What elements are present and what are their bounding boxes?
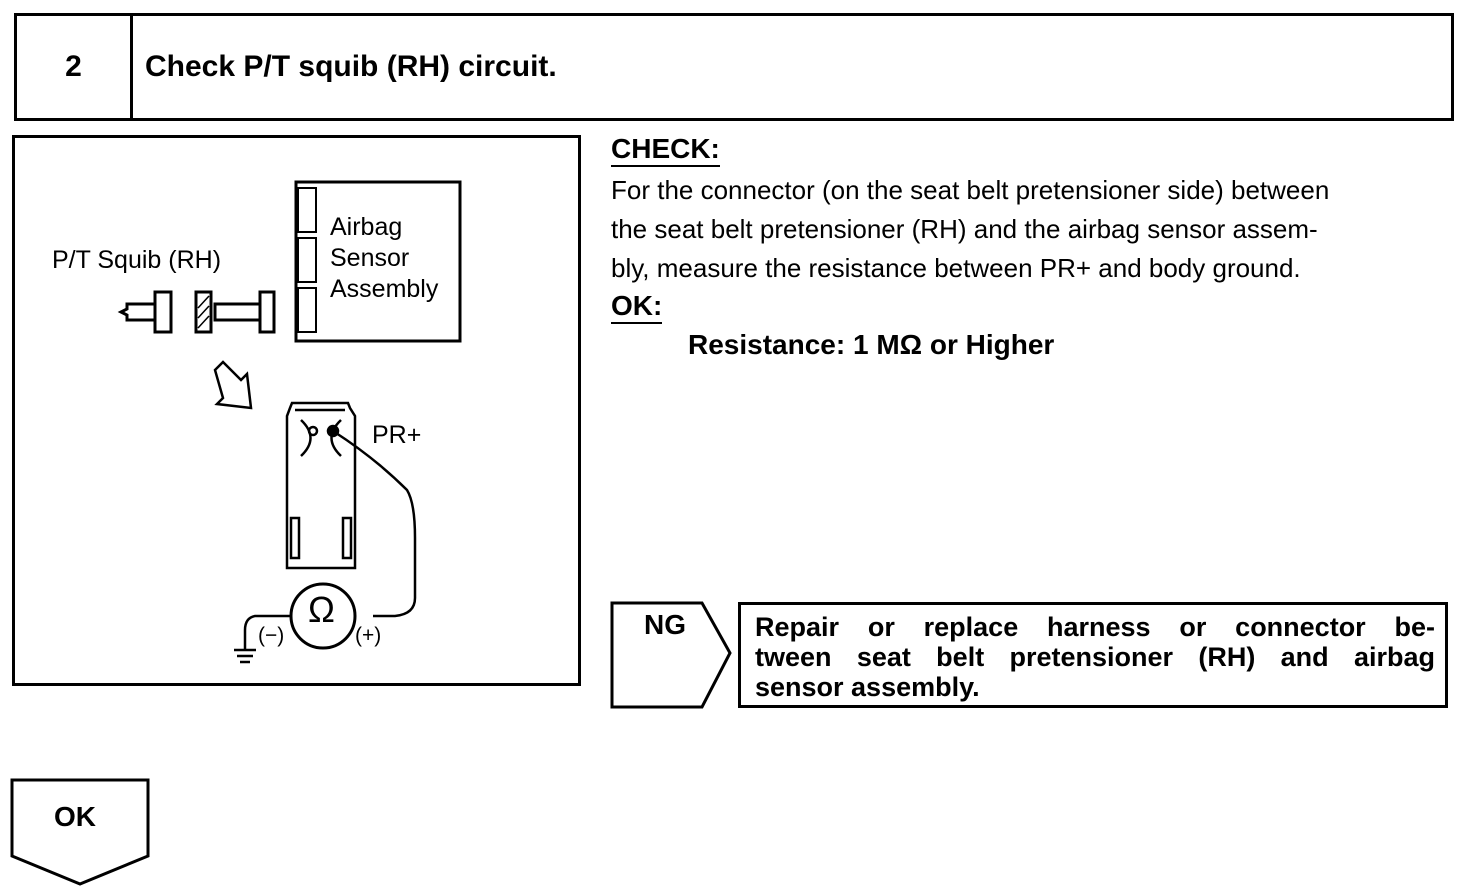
- ng-action-line: sensor assembly.: [755, 672, 980, 702]
- ng-label: NG: [644, 609, 686, 640]
- sensor-label-line: Sensor: [330, 244, 410, 272]
- resistance-spec: Resistance: 1 MΩ or Higher: [688, 329, 1055, 360]
- step-number: 2: [17, 16, 133, 118]
- illustration-panel: P/T Squib (RH) Airbag Sensor Assembly PR…: [12, 135, 581, 686]
- wiring-diagram: [117, 180, 462, 664]
- check-instructions: For the connector (on the seat belt pret…: [611, 171, 1456, 288]
- connector-face-icon: [285, 401, 357, 570]
- sensor-connector-slot: [297, 187, 317, 233]
- ok-label: OK: [54, 801, 96, 832]
- airbag-sensor-body: [294, 180, 462, 343]
- sensor-connector-slot: [297, 287, 317, 333]
- check-heading: CHECK:: [611, 133, 720, 167]
- sensor-connector-slot: [297, 237, 317, 283]
- step-header: 2 Check P/T squib (RH) circuit.: [14, 13, 1454, 121]
- test-lead: [332, 429, 417, 618]
- direction-arrow-icon: [213, 360, 253, 410]
- ok-heading: OK:: [611, 290, 663, 324]
- sensor-label-line: Airbag: [330, 213, 403, 241]
- ng-action-box: Repair or replace harness or connector b…: [738, 602, 1448, 708]
- ohm-symbol: Ω: [308, 589, 335, 630]
- ok-arrow-icon: [10, 778, 150, 886]
- ng-action-text: Repair or replace harness or connector b…: [755, 612, 1435, 702]
- squib-label: P/T Squib (RH): [52, 246, 222, 274]
- ng-arrow-icon: [610, 601, 732, 709]
- ng-action-line: Repair or replace harness or connector b…: [755, 612, 1435, 642]
- step-title: Check P/T squib (RH) circuit.: [145, 50, 557, 83]
- ng-action-line: tween seat belt pretensioner (RH) and ai…: [755, 642, 1435, 672]
- plus-terminal-label: (+): [355, 624, 382, 647]
- ground-lead: [234, 614, 291, 664]
- squib-connector-icon: [117, 290, 276, 334]
- sensor-label-line: Assembly: [330, 275, 439, 303]
- terminal-label: PR+: [372, 421, 422, 449]
- minus-terminal-label: (−): [258, 624, 285, 647]
- check-line: the seat belt pretensioner (RH) and the …: [611, 214, 1318, 244]
- check-line: bly, measure the resistance between PR+ …: [611, 253, 1301, 283]
- check-line: For the connector (on the seat belt pret…: [611, 175, 1330, 205]
